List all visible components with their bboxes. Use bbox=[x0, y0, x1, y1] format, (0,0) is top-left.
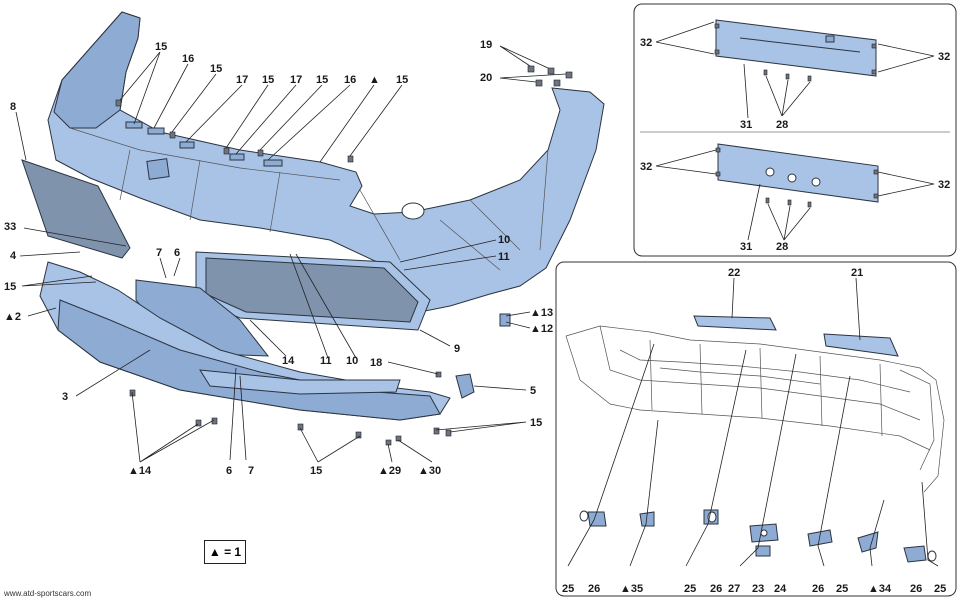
callout-15: 15 bbox=[4, 281, 16, 293]
callout-13: ▲13 bbox=[530, 307, 553, 319]
callout-32: 32 bbox=[938, 51, 950, 63]
callout-24: 24 bbox=[774, 583, 787, 595]
callout-triangle: ▲ bbox=[369, 74, 380, 86]
callout-26: 26 bbox=[588, 583, 600, 595]
callout-10: 10 bbox=[346, 355, 358, 367]
main-leaders bbox=[15, 45, 567, 463]
callout-25: 25 bbox=[562, 583, 574, 595]
callout-7: 7 bbox=[156, 247, 162, 259]
callout-8: 8 bbox=[10, 101, 16, 113]
callout-17: 17 bbox=[290, 74, 302, 86]
callout-32: 32 bbox=[640, 37, 652, 49]
callout-15: 15 bbox=[210, 63, 222, 75]
trim-21 bbox=[823, 333, 899, 357]
callout-14: 14 bbox=[282, 355, 295, 367]
callout-25: 25 bbox=[684, 583, 696, 595]
callout-3: 3 bbox=[62, 391, 68, 403]
legend-box: ▲ = 1 bbox=[204, 540, 246, 564]
callout-15: 15 bbox=[262, 74, 274, 86]
callout-35: ▲35 bbox=[620, 583, 643, 595]
callout-6: 6 bbox=[226, 465, 232, 477]
callout-18: 18 bbox=[370, 357, 382, 369]
callout-17: 17 bbox=[236, 74, 248, 86]
callout-15: 15 bbox=[316, 74, 328, 86]
callout-26: 26 bbox=[812, 583, 824, 595]
callout-16: 16 bbox=[344, 74, 356, 86]
callout-5: 5 bbox=[530, 385, 536, 397]
callout-2: ▲2 bbox=[4, 311, 21, 323]
fasteners-top-row bbox=[115, 99, 354, 167]
callout-30: ▲30 bbox=[418, 465, 441, 477]
callout-32: 32 bbox=[938, 179, 950, 191]
callout-28: 28 bbox=[776, 241, 788, 253]
callout-16: 16 bbox=[182, 53, 194, 65]
callout-6: 6 bbox=[174, 247, 180, 259]
callout-32: 32 bbox=[640, 161, 652, 173]
side-grille-left bbox=[21, 159, 131, 259]
callout-15: 15 bbox=[530, 417, 542, 429]
callout-33: 33 bbox=[4, 221, 16, 233]
main-callouts: 15 16 15 17 15 17 15 16 ▲ 15 8 33 4 15 ▲… bbox=[4, 39, 553, 477]
callout-20: 20 bbox=[480, 72, 492, 84]
side-bracket-5 bbox=[455, 373, 475, 399]
callout-15: 15 bbox=[310, 465, 322, 477]
callout-15: 15 bbox=[155, 41, 167, 53]
callout-31: 31 bbox=[740, 119, 752, 131]
callout-4: 4 bbox=[10, 250, 17, 262]
callout-26: 26 bbox=[910, 583, 922, 595]
callout-15: 15 bbox=[396, 74, 408, 86]
callout-25: 25 bbox=[836, 583, 848, 595]
front-spoiler-lip bbox=[39, 261, 451, 421]
callout-29: ▲29 bbox=[378, 465, 401, 477]
front-bumper-cover bbox=[47, 11, 605, 313]
number-plate-bracket-a bbox=[715, 19, 877, 77]
bumper-support-frame bbox=[565, 325, 945, 493]
callout-14: ▲14 bbox=[128, 465, 152, 477]
callout-12: ▲12 bbox=[530, 323, 553, 335]
callout-27: 27 bbox=[728, 583, 740, 595]
clip-parts-row bbox=[579, 509, 937, 563]
callout-28: 28 bbox=[776, 119, 788, 131]
legend-text: ▲ = 1 bbox=[208, 545, 242, 559]
inset-plates-panel: 32 32 31 28 32 32 31 28 bbox=[633, 3, 957, 257]
inset-frame-panel: 22 21 25 26 ▲35 25 26 27 23 24 26 25 ▲34… bbox=[555, 261, 957, 597]
callout-23: 23 bbox=[752, 583, 764, 595]
callout-19: 19 bbox=[480, 39, 492, 51]
number-plate-bracket-b bbox=[717, 143, 879, 203]
trim-22 bbox=[693, 315, 777, 331]
callout-34: ▲34 bbox=[868, 583, 892, 595]
callout-25: 25 bbox=[934, 583, 946, 595]
footer-url[interactable]: www.atd-sportscars.com bbox=[4, 589, 92, 598]
callout-22: 22 bbox=[728, 267, 740, 279]
callout-11: 11 bbox=[498, 251, 510, 263]
callout-11: 11 bbox=[320, 355, 332, 367]
callout-7: 7 bbox=[248, 465, 254, 477]
callout-21: 21 bbox=[851, 267, 863, 279]
callout-26: 26 bbox=[710, 583, 722, 595]
callout-10: 10 bbox=[498, 234, 510, 246]
callout-9: 9 bbox=[454, 343, 460, 355]
callout-31: 31 bbox=[740, 241, 752, 253]
